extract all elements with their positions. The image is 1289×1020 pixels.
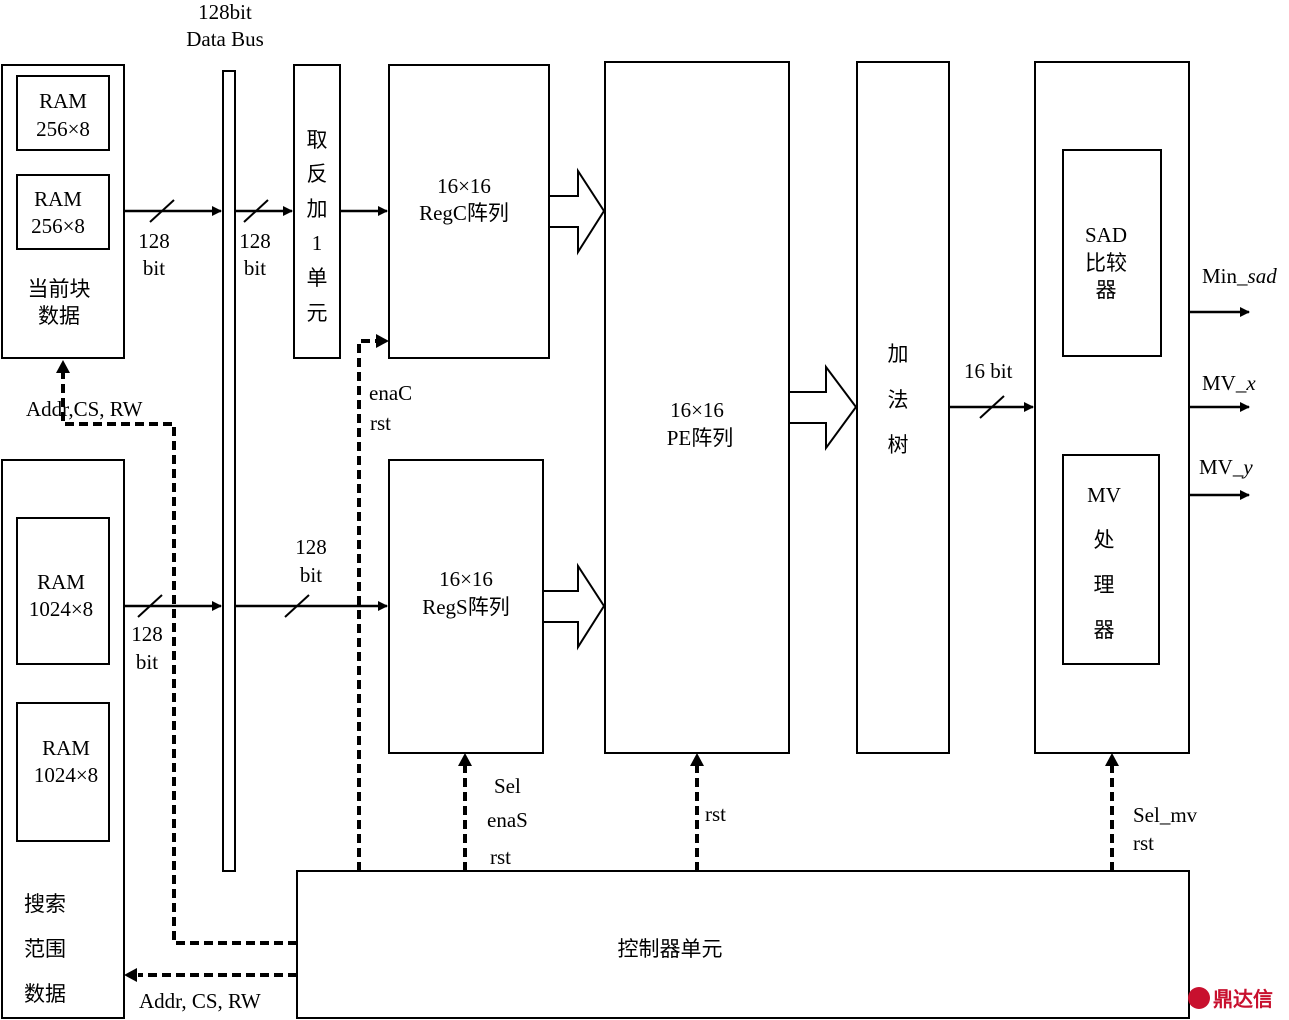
- enac-rst-wire: [357, 339, 378, 871]
- addr-cs-rw-top-wire: [61, 372, 297, 945]
- search-area-caption: 数据: [24, 982, 66, 1006]
- ram-label: RAM: [39, 89, 87, 113]
- sad-comparator-label: 器: [1096, 278, 1117, 302]
- rst-signal-label: rst: [705, 802, 726, 826]
- data-bus: [222, 70, 236, 872]
- invert-unit-char: 单: [307, 266, 328, 290]
- ram-size-label: 1024×8: [29, 597, 93, 621]
- adder-tree-char: 树: [888, 433, 909, 457]
- bus-width-slash: [137, 594, 163, 618]
- sel-mv-signal-label: Sel_mv: [1133, 803, 1198, 827]
- min-sad-output-label: Min_sad: [1202, 264, 1277, 288]
- search-ram-bottom: [16, 702, 110, 842]
- invert-unit-char: 反: [307, 162, 328, 186]
- current-ram-top: [16, 75, 110, 151]
- regs-array: [388, 459, 544, 754]
- adder-tree-char: 法: [888, 388, 909, 412]
- sad-comparator-label: SAD: [1085, 223, 1127, 247]
- bus-width-label: 16 bit: [964, 359, 1013, 383]
- controller-label: 控制器单元: [618, 937, 723, 961]
- mv-y-output-label: MV_y: [1199, 455, 1253, 479]
- pe-to-adder-fat-arrow: [788, 364, 858, 452]
- mv-y-suffix: y: [1241, 455, 1253, 479]
- invert-unit-char: 元: [307, 301, 328, 325]
- rst-signal-label: rst: [370, 411, 391, 435]
- enac-signal-label: enaC: [369, 381, 412, 405]
- current-ram-bottom: [16, 174, 110, 250]
- pe-array: [604, 61, 790, 754]
- pe-size-label: 16×16: [670, 398, 724, 422]
- invert-unit-char: 取: [307, 128, 328, 152]
- bus-width-label: bit: [244, 256, 266, 280]
- mv-processor-label: 处: [1094, 528, 1115, 552]
- bus-width-label: 128: [138, 229, 170, 253]
- ram-size-label: 256×8: [31, 214, 85, 238]
- bus-width-label: 128: [295, 535, 327, 559]
- mv-processor-label: 理: [1094, 573, 1115, 597]
- adder-tree-char: 加: [888, 342, 909, 366]
- mv-x-suffix: x: [1245, 371, 1256, 395]
- rst-signal-label: rst: [490, 845, 511, 869]
- regc-size-label: 16×16: [437, 174, 491, 198]
- addr-cs-rw-label: Addr, CS, RW: [139, 989, 261, 1013]
- mv-processor-label: MV: [1087, 483, 1121, 507]
- data-bus-label-line2: Data Bus: [186, 27, 264, 51]
- bus-width-slash: [284, 594, 310, 618]
- dashed-arrowhead: [458, 753, 472, 766]
- ram-size-label: 256×8: [36, 117, 90, 141]
- watermark-text: 鼎达信: [1213, 987, 1273, 1011]
- search-ram-top: [16, 517, 110, 665]
- watermark-logo-icon: [1188, 987, 1210, 1009]
- regs-size-label: 16×16: [439, 567, 493, 591]
- current-block-caption: 数据: [38, 304, 80, 328]
- min-sad-suffix: sad: [1248, 264, 1278, 288]
- bus-width-slash: [979, 395, 1005, 419]
- mv-processor: [1062, 454, 1160, 665]
- regc-to-pe-fat-arrow: [548, 167, 606, 256]
- sel-signal-label: Sel: [494, 774, 521, 798]
- invert-add-one-unit: [293, 64, 341, 359]
- bus-width-label: bit: [143, 256, 165, 280]
- dashed-arrowhead: [124, 968, 137, 982]
- data-bus-label-line1: 128bit: [198, 0, 252, 24]
- regs-to-pe-fat-arrow: [542, 562, 606, 651]
- enas-signal-label: enaS: [487, 808, 528, 832]
- watermark-logo: 鼎达信: [1188, 987, 1273, 1011]
- mv-y-prefix: MV_: [1199, 455, 1244, 479]
- ram-label: RAM: [34, 187, 82, 211]
- dashed-arrowhead: [56, 360, 70, 373]
- mv-x-output-label: MV_x: [1202, 371, 1256, 395]
- ram-label: RAM: [42, 736, 90, 760]
- dashed-arrowhead: [376, 334, 389, 348]
- bus-width-slash: [149, 199, 175, 223]
- bus-width-label: bit: [136, 650, 158, 674]
- search-area-caption: 范围: [24, 937, 66, 961]
- dashed-arrowhead: [690, 753, 704, 766]
- rst-signal-label: rst: [1133, 831, 1154, 855]
- min-sad-prefix: Min_: [1202, 264, 1248, 288]
- ram-size-label: 1024×8: [34, 763, 98, 787]
- ram-label: RAM: [37, 570, 85, 594]
- bus-width-label: bit: [300, 563, 322, 587]
- sad-comparator: [1062, 149, 1162, 357]
- regc-name-label: RegC阵列: [419, 201, 509, 225]
- bus-width-slash: [243, 199, 269, 223]
- addr-cs-rw-label: Addr,CS, RW: [26, 397, 143, 421]
- mv-processor-label: 器: [1094, 618, 1115, 642]
- invert-unit-char: 1: [312, 231, 323, 255]
- mv-x-prefix: MV_: [1202, 371, 1247, 395]
- regs-name-label: RegS阵列: [422, 595, 510, 619]
- pe-name-label: PE阵列: [667, 426, 734, 450]
- bus-width-label: 128: [131, 622, 163, 646]
- bus-width-label: 128: [239, 229, 271, 253]
- dashed-arrowhead: [1105, 753, 1119, 766]
- regc-array: [388, 64, 550, 359]
- search-area-caption: 搜索: [24, 892, 66, 916]
- current-block-caption: 当前块: [28, 277, 91, 301]
- sad-comparator-label: 比较: [1085, 251, 1127, 275]
- controller-unit: [296, 870, 1190, 1019]
- invert-unit-char: 加: [307, 197, 328, 221]
